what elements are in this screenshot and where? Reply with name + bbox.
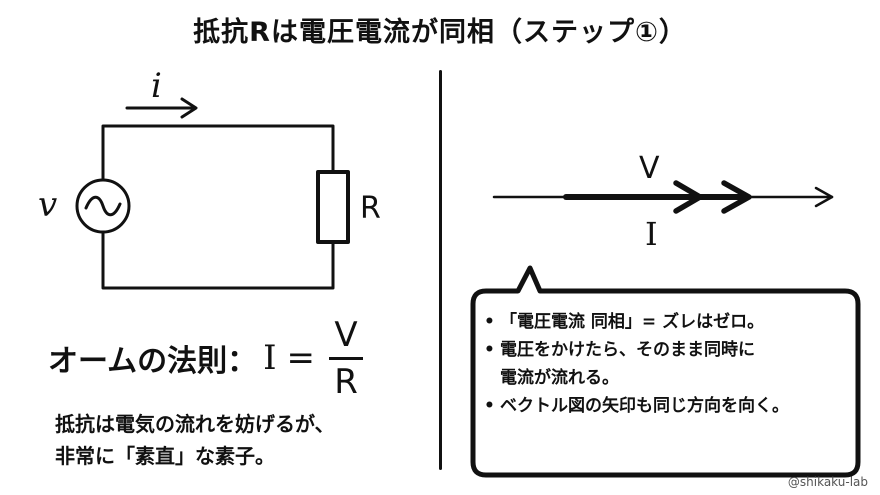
center-divider	[439, 70, 442, 470]
current-label: i	[151, 66, 162, 106]
credit-label: @shikaku-lab	[787, 475, 868, 489]
ac-source-wave	[84, 195, 122, 217]
bubble-item-2-line-1: 電圧をかけたら、そのまま同時に	[500, 340, 755, 360]
resistor	[316, 170, 350, 244]
bubble-item-3-text: ベクトル図の矢印も同じ方向を向く。	[500, 396, 789, 416]
ohms-law-fraction: V R	[329, 314, 364, 402]
ohms-law-label: オームの法則：	[48, 344, 258, 379]
bubble-item-3: • ベクトル図の矢印も同じ方向を向く。	[484, 392, 844, 420]
bullet: •	[484, 340, 495, 360]
ohms-law-equals: =	[286, 338, 316, 378]
bubble-item-1-text: 「電圧電流 同相」= ズレはゼロ。	[500, 312, 765, 332]
voltage-phasor-arrowhead-1	[673, 180, 703, 214]
source-label: v	[38, 185, 57, 225]
phasor-diagram	[492, 180, 834, 214]
bubble-item-2-line-2: 電流が流れる。	[500, 368, 619, 388]
current-phasor-label: I	[645, 215, 658, 253]
bubble-item-2: • 電圧をかけたら、そのまま同時に 電流が流れる。	[484, 336, 844, 392]
bubble-content: • 「電圧電流 同相」= ズレはゼロ。 • 電圧をかけたら、そのまま同時に 電流…	[484, 308, 844, 420]
fraction-numerator: V	[334, 314, 358, 355]
current-arrow	[125, 97, 198, 119]
voltage-phasor-label: V	[639, 151, 660, 186]
bullet: •	[484, 396, 495, 416]
fraction-denominator: R	[334, 361, 358, 402]
ohms-law-lhs: I	[263, 338, 277, 378]
page-title: 抵抗Rは電圧電流が同相（ステップ①）	[193, 17, 687, 48]
resistor-label: R	[360, 191, 381, 226]
fraction-bar	[329, 356, 364, 360]
description-line-1: 抵抗は電気の流れを妨げるが、	[55, 412, 335, 436]
bubble-item-1: • 「電圧電流 同相」= ズレはゼロ。	[484, 308, 844, 336]
current-phasor-arrowhead-2	[721, 180, 752, 214]
circuit-diagram	[75, 97, 350, 290]
bullet: •	[484, 312, 495, 332]
description-line-2: 非常に「素直」な素子。	[55, 444, 275, 468]
ac-source-circle	[75, 178, 131, 234]
bubble-item-2-text: 電圧をかけたら、そのまま同時に 電流が流れる。	[500, 336, 755, 392]
resistor-description: 抵抗は電気の流れを妨げるが、 非常に「素直」な素子。	[55, 408, 335, 472]
speech-bubble	[470, 265, 861, 478]
reference-axis-arrowhead	[814, 186, 834, 208]
circuit-wire	[101, 124, 335, 290]
ohms-law: オームの法則： I = V R	[48, 315, 364, 402]
